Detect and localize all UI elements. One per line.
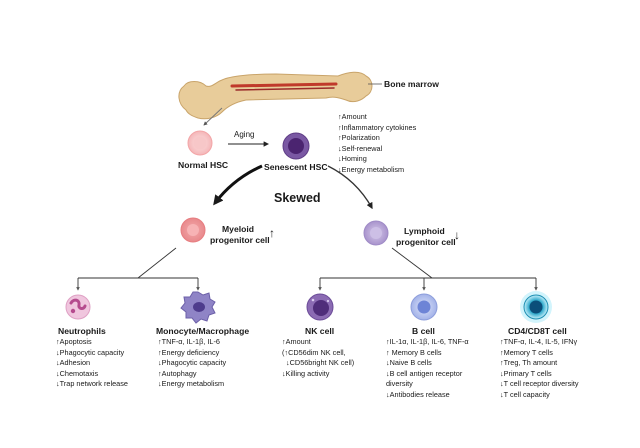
list-item: ↑Energy deficiency (158, 347, 220, 357)
aging-label: Aging (234, 130, 255, 139)
t-cell-label: CD4/CD8T cell (508, 326, 567, 336)
list-item: ↓Adhesion (56, 358, 91, 367)
b-cell-icon (410, 293, 438, 321)
list-item: ↓Trap network release (56, 379, 128, 388)
monocyte-changes: ↑TNF-α, IL-1β, IL-6 ↑Energy deficiency ↓… (158, 337, 226, 390)
neutrophils-changes: ↑Apoptosis ↓Phagocytic capacity ↓Adhesio… (56, 337, 128, 390)
t-cell-changes: ↑TNF-α, IL-4, IL-5, IFNγ ↑Memory T cells… (500, 337, 579, 400)
b-cell-label: B cell (412, 326, 435, 336)
list-item: ↓T cell capacity (500, 389, 550, 399)
lymphoid-label-line1: Lymphoid (404, 226, 445, 236)
lymphoid-progenitor-icon (363, 220, 389, 246)
list-item: ↑IL-1α, IL-1β, IL-6, TNF-α (386, 337, 469, 346)
list-item: diversity (386, 379, 413, 388)
senescent-hsc-label: Senescent HSC (264, 162, 328, 172)
list-item: ↓Energy metabolism (338, 164, 405, 174)
lymphoid-label-line2: progenitor cell (396, 237, 456, 247)
list-item: ↑Amount (282, 337, 311, 346)
list-item: ↓B cell antigen receptor (386, 368, 463, 378)
bone-icon (178, 71, 373, 120)
nk-cell-label: NK cell (305, 326, 335, 336)
list-item: ↓Phagocytic capacity (158, 358, 227, 367)
list-item: ↑Amount (338, 112, 367, 121)
list-item: ↓T cell receptor diversity (500, 379, 579, 388)
lymphoid-branch-lines (318, 247, 538, 291)
senescent-hsc-changes: ↑Amount ↑Inflammatory cytokines ↑Polariz… (338, 112, 416, 175)
nk-cell-icon (306, 293, 334, 321)
normal-hsc-label: Normal HSC (178, 160, 229, 170)
senescent-hsc-icon (282, 132, 310, 160)
list-item: ↑Autophagy (158, 368, 197, 378)
list-item: ↑Apoptosis (56, 337, 92, 346)
list-item: ↓Phagocytic capacity (56, 347, 125, 357)
list-item: ↓Primary T cells (500, 368, 552, 378)
nk-cell-changes: ↑Amount (↑CD56dim NK cell, ↓CD56bright N… (282, 337, 354, 379)
list-item: ↑ Memory B cells (386, 347, 442, 357)
normal-hsc-icon (187, 130, 213, 156)
neutrophils-label: Neutrophils (58, 326, 106, 336)
myeloid-progenitor-icon (180, 217, 206, 243)
list-item: ↓Homing (338, 154, 367, 163)
skew-arrow-myeloid (213, 164, 263, 206)
list-item: ↓Chemotaxis (56, 368, 99, 378)
list-item: (↑CD56dim NK cell, (282, 347, 346, 357)
myeloid-branch-lines (76, 247, 200, 291)
myeloid-label-line2: progenitor cell (210, 235, 270, 245)
t-cell-icon (520, 291, 552, 323)
list-item: ↓Self-renewal (338, 143, 383, 153)
list-item: ↑Treg, Th amount (500, 358, 558, 367)
bone-to-hsc-arrow (203, 107, 223, 126)
list-item: ↓Energy metabolism (158, 379, 225, 388)
list-item: ↓Naive B cells (386, 358, 432, 367)
list-item: ↓CD56bright NK cell) (286, 358, 355, 367)
list-item: ↑TNF-α, IL-4, IL-5, IFNγ (500, 337, 578, 346)
myeloid-label-line1: Myeloid (222, 224, 254, 234)
bone-marrow-label: Bone marrow (384, 79, 439, 89)
list-item: ↑Memory T cells (500, 347, 553, 357)
list-item: ↓Antibodies release (386, 389, 450, 399)
monocyte-label: Monocyte/Macrophage (156, 326, 250, 336)
neutrophil-icon (65, 294, 91, 320)
myeloid-increase-arrow: ↑ (269, 226, 275, 240)
skewed-label: Skewed (274, 191, 321, 205)
list-item: ↑Inflammatory cytokines (338, 122, 417, 132)
list-item: ↓Killing activity (282, 368, 330, 378)
lymphoid-decrease-arrow: ↓ (454, 228, 460, 242)
b-cell-changes: ↑IL-1α, IL-1β, IL-6, TNF-α ↑ Memory B ce… (386, 337, 469, 400)
macrophage-icon (180, 291, 216, 324)
list-item: ↑Polarization (338, 133, 380, 142)
list-item: ↑TNF-α, IL-1β, IL-6 (158, 337, 220, 346)
skew-arrow-lymphoid (327, 165, 373, 210)
